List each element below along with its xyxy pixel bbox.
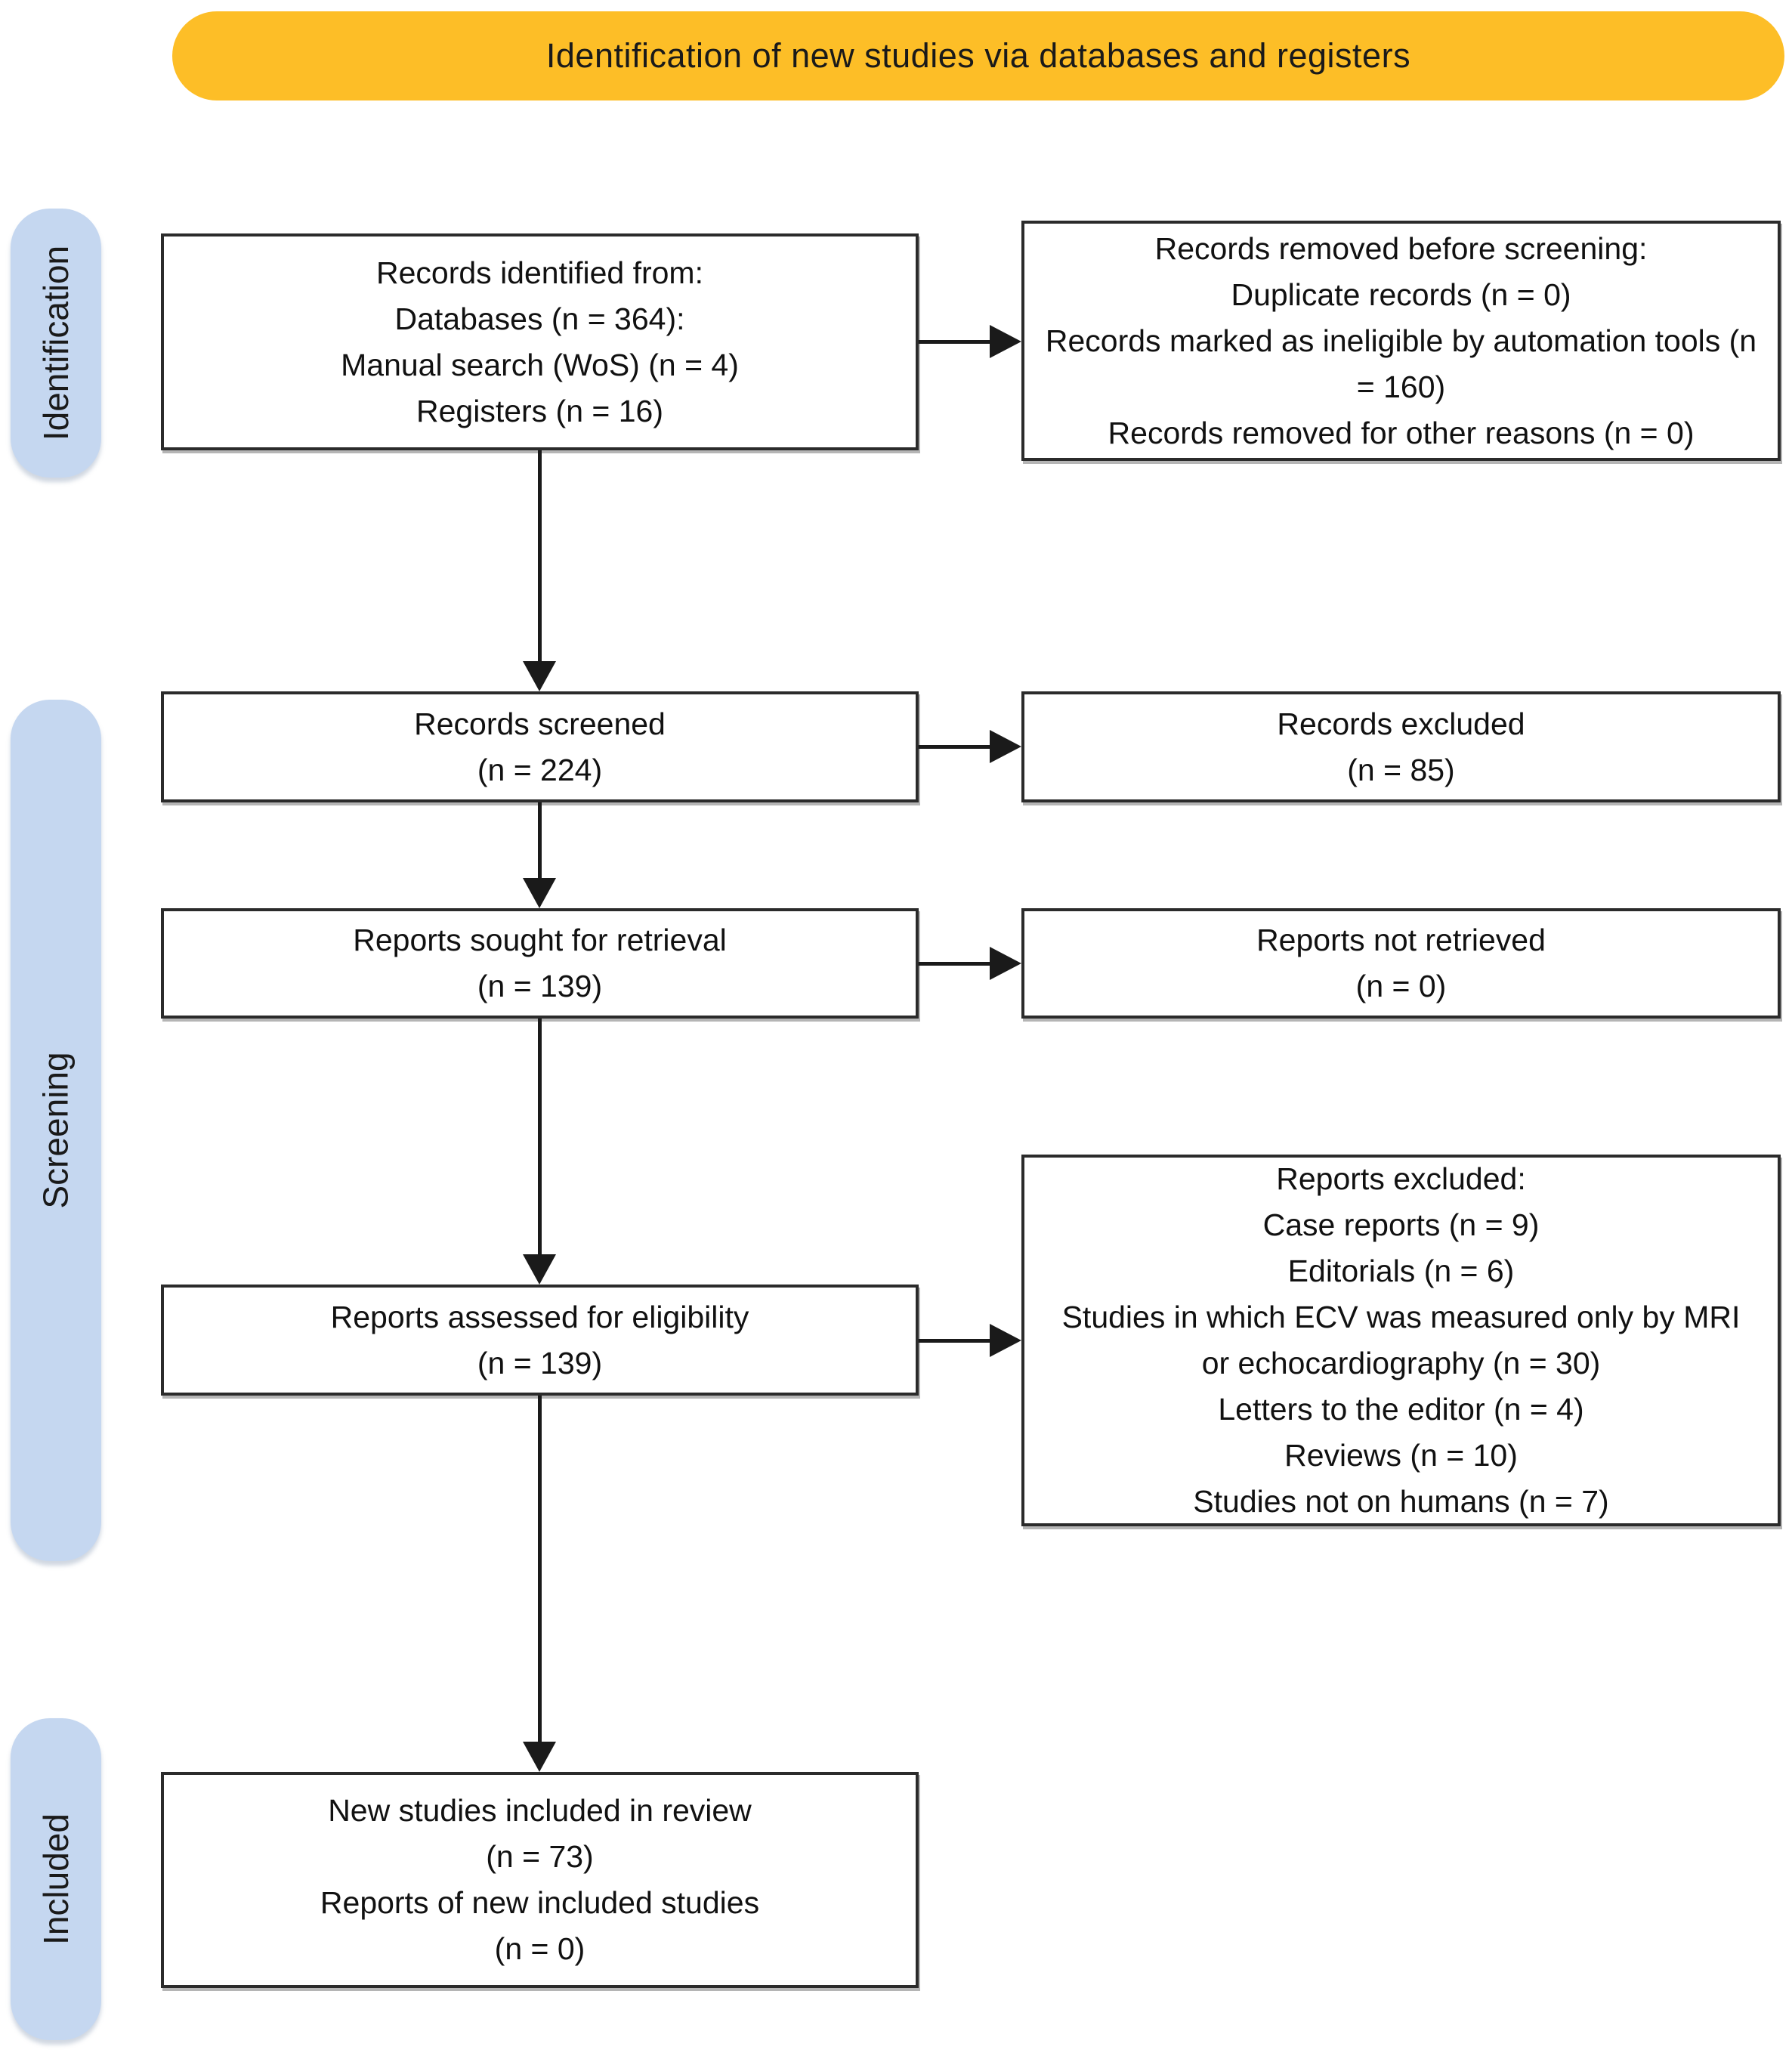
- arrow-line-screened-to-excluded: [919, 745, 991, 749]
- arrow-line-sought-to-not-retrieved: [919, 962, 991, 966]
- text-line: Records screened: [414, 706, 666, 741]
- arrowhead-right-identified-to-removed: [990, 325, 1021, 358]
- stage-label-included: Included: [36, 1813, 76, 1945]
- box-records-identified: Records identified from: Databases (n = 3…: [161, 233, 919, 450]
- arrowhead-down-identified-to-screened: [523, 661, 556, 691]
- text-line: (n = 73): [486, 1839, 594, 1874]
- text-line: Records identified from:: [376, 255, 703, 290]
- arrowhead-down-assessed-to-included: [523, 1742, 556, 1772]
- text-line: Records removed for other reasons (n = 0…: [1108, 415, 1695, 450]
- text-line: Reports assessed for eligibility: [330, 1299, 749, 1334]
- box-records-screened: Records screened (n = 224): [161, 691, 919, 802]
- text-line: Editorials (n = 6): [1287, 1254, 1515, 1288]
- arrowhead-down-screened-to-sought: [523, 878, 556, 908]
- stage-pill-screening: Screening: [11, 700, 101, 1561]
- text-line: Studies in which ECV was measured only b…: [1061, 1300, 1741, 1380]
- arrowhead-right-screened-to-excluded: [990, 730, 1021, 763]
- text-line: (n = 139): [477, 1345, 603, 1380]
- text-line: Records removed before screening:: [1154, 230, 1648, 266]
- box-reports-sought-for-retrieval: Reports sought for retrieval (n = 139): [161, 908, 919, 1019]
- text-line: (n = 224): [477, 752, 603, 787]
- arrowhead-down-sought-to-assessed: [523, 1254, 556, 1285]
- banner-title: Identification of new studies via databa…: [545, 36, 1411, 75]
- stage-pill-identification: Identification: [11, 209, 101, 478]
- arrow-line-identified-to-removed: [919, 340, 991, 344]
- arrow-line-identified-to-screened: [538, 450, 542, 663]
- text-line: Reports not retrieved: [1256, 923, 1546, 957]
- arrow-line-assessed-to-included: [538, 1396, 542, 1743]
- text-line: Records excluded: [1277, 706, 1525, 741]
- arrow-line-sought-to-assessed: [538, 1019, 542, 1256]
- box-records-excluded: Records excluded (n = 85): [1021, 691, 1781, 802]
- text-line: New studies included in review: [328, 1793, 752, 1828]
- banner: Identification of new studies via databa…: [172, 11, 1784, 100]
- text-line: (n = 0): [494, 1931, 585, 1966]
- text-line: Studies not on humans (n = 7): [1193, 1484, 1609, 1519]
- text-line: (n = 0): [1355, 969, 1447, 1003]
- arrow-line-screened-to-sought: [538, 802, 542, 880]
- text-line: (n = 85): [1347, 752, 1455, 787]
- text-line: Registers (n = 16): [416, 393, 663, 428]
- arrow-line-assessed-to-reports-excluded: [919, 1339, 991, 1343]
- text-line: Reviews (n = 10): [1284, 1438, 1518, 1473]
- box-reports-assessed-for-eligibility: Reports assessed for eligibility (n = 139…: [161, 1285, 919, 1396]
- text-line: Reports excluded:: [1276, 1161, 1526, 1196]
- text-line: Records marked as ineligible by automati…: [1045, 323, 1757, 404]
- box-reports-not-retrieved: Reports not retrieved (n = 0): [1021, 908, 1781, 1019]
- text-line: Databases (n = 364):: [394, 301, 685, 336]
- text-line: Reports of new included studies: [320, 1885, 760, 1920]
- arrowhead-right-assessed-to-reports-excluded: [990, 1324, 1021, 1357]
- text-line: Manual search (WoS) (n = 4): [341, 347, 739, 382]
- stage-label-screening: Screening: [36, 1052, 76, 1209]
- text-line: Case reports (n = 9): [1262, 1207, 1540, 1242]
- text-line: Letters to the editor (n = 4): [1218, 1392, 1584, 1427]
- text-line: (n = 139): [477, 969, 603, 1003]
- stage-pill-included: Included: [11, 1718, 101, 2040]
- stage-label-identification: Identification: [36, 245, 76, 441]
- box-new-studies-included: New studies included in review (n = 73) Re…: [161, 1772, 919, 1988]
- text-line: Duplicate records (n = 0): [1231, 277, 1571, 312]
- box-records-removed-before-screening: Records removed before screening: Duplica…: [1021, 221, 1781, 461]
- text-line: Reports sought for retrieval: [353, 923, 727, 957]
- box-reports-excluded: Reports excluded: Case reports (n = 9) Edi…: [1021, 1155, 1781, 1526]
- arrowhead-right-sought-to-not-retrieved: [990, 947, 1021, 980]
